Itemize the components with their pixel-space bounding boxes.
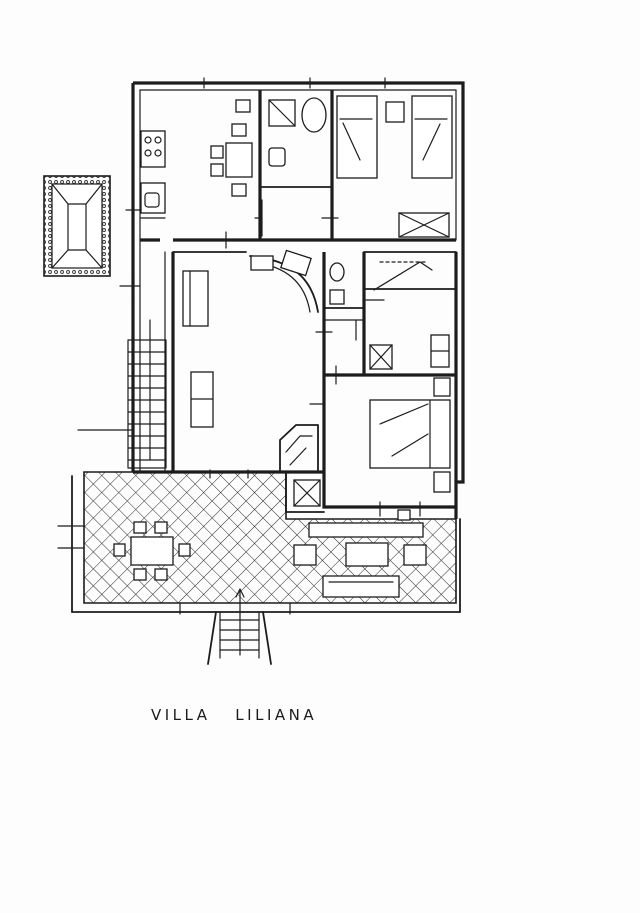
nightstand-bottom-icon: [433, 471, 451, 493]
single-bed-right-icon: [411, 95, 453, 179]
bathroom-middle: [329, 261, 450, 370]
terrace-dining-table-icon: [113, 521, 191, 581]
living-room: [182, 249, 319, 471]
sofa-icon: [182, 270, 209, 327]
nightstand-icon: [385, 101, 405, 123]
kitchen: [140, 99, 253, 219]
door-markers: [57, 77, 421, 615]
terrace: [71, 471, 461, 613]
stove-icon: [140, 130, 166, 168]
washbasin-small-icon: [329, 289, 345, 305]
washbasin-icon: [268, 147, 286, 167]
interior-stairs-icon: [127, 319, 167, 469]
terrace-lounge-icon: [293, 522, 427, 598]
fireplace-icon: [279, 424, 319, 471]
bathroom-top: [268, 97, 327, 167]
outbuilding-icon: [43, 175, 111, 277]
interior-walls: [140, 90, 458, 482]
kitchen-sink-icon: [140, 182, 166, 214]
double-bed-icon: [369, 399, 451, 469]
bedroom-bottom: [293, 377, 451, 507]
single-bed-left-icon: [336, 95, 378, 179]
villa-title: VILLA LILIANA: [151, 706, 318, 724]
kitchen-table-icon: [210, 99, 253, 197]
entry-stairs-icon: [207, 588, 272, 665]
bedroom-top: [336, 95, 453, 238]
toilet-small-icon: [329, 262, 345, 282]
toilet-icon: [301, 97, 327, 133]
nightstand-top-icon: [433, 377, 451, 397]
